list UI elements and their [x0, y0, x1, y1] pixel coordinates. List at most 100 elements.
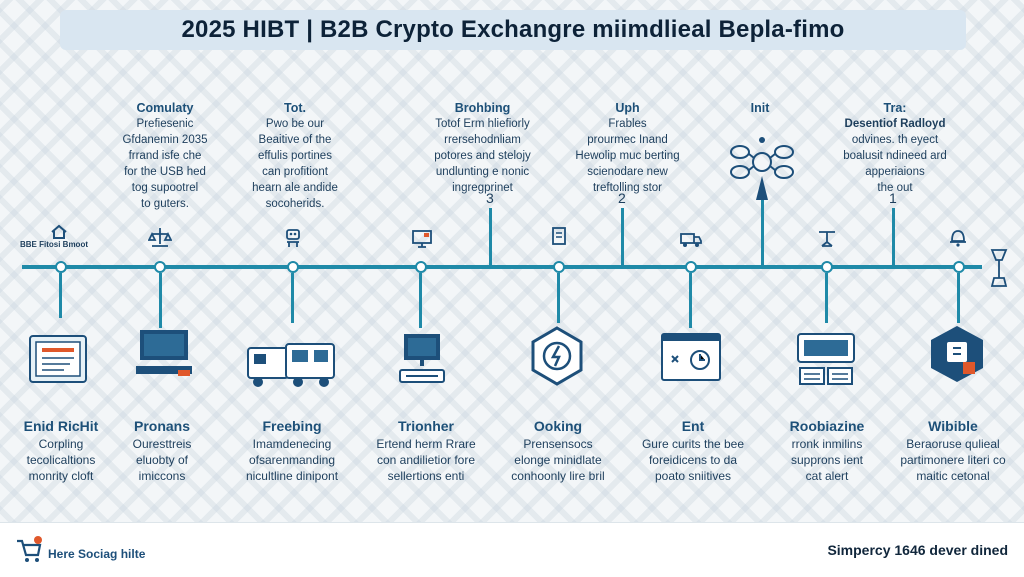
- shield-badge-icon: [931, 326, 983, 382]
- bottom-step-line: tecolicaltions: [26, 453, 96, 467]
- top-step-line: potores and stelojy: [434, 150, 531, 162]
- top-step-6: Tra: Desentiof Radloyd odvines. th eyect…: [825, 100, 965, 196]
- top-step-line: Gfdanemin 2035: [122, 134, 208, 146]
- bottom-step-line: rronk inmilins: [791, 437, 863, 451]
- connector-line: [557, 273, 560, 323]
- computer-icon: [399, 334, 445, 383]
- connector-line: [825, 273, 828, 323]
- top-step-line: Beaitive of the: [258, 134, 332, 146]
- monitor-icon: [412, 230, 432, 248]
- bottom-step-line: sellertions enti: [387, 469, 465, 483]
- top-step-line: Pwo be our: [265, 118, 325, 130]
- bottom-step-6: Ent Gure curits the bee foreidicens to d…: [626, 418, 760, 484]
- bottom-step-heading: Pronans: [133, 418, 190, 434]
- timeline-node: [685, 261, 697, 273]
- top-step-heading: Init: [750, 101, 770, 115]
- top-step-line: rrersehodnliam: [444, 134, 521, 146]
- top-step-line: undlunting e nonic: [435, 166, 530, 178]
- bottom-step-1: Enid RicHit Corpling tecolicaltions monr…: [0, 418, 122, 484]
- top-step-heading: Uph: [615, 101, 640, 115]
- top-step-1: Comulaty Prefiesenic Gfdanemin 2035 frra…: [100, 100, 230, 212]
- bottom-step-line: partimonere literi co: [900, 453, 1006, 467]
- top-step-line: effulis portines: [258, 150, 332, 162]
- top-step-line: for the USB hed: [124, 166, 206, 178]
- page-title: 2025 HIBT | B2B Crypto Exchangre miimdli…: [181, 16, 845, 43]
- bottom-step-line: ofsarenmanding: [248, 453, 336, 467]
- top-step-line: frrand isfe che: [128, 150, 202, 162]
- top-step-line: boalusit ndineed ard: [843, 150, 947, 162]
- bottom-step-8: Wibible Beraoruse qulieal partimonere li…: [886, 418, 1020, 484]
- lamp-icon: [990, 249, 1008, 287]
- top-step-line: treftolling stor: [592, 182, 663, 194]
- bottom-step-line: maitic cetonal: [916, 469, 990, 483]
- scale-icon: [148, 228, 172, 247]
- bottom-step-line: Ouresttreis: [132, 437, 192, 451]
- truck-icon: [680, 233, 702, 247]
- bottom-step-line: poato sniitives: [654, 469, 732, 483]
- top-step-line: tog supootrel: [131, 182, 199, 194]
- step-number: 1: [889, 190, 897, 206]
- top-step-line: Desentiof Radloyd: [844, 118, 946, 130]
- bottom-step-line: monrity cloft: [28, 469, 94, 483]
- bottom-step-heading: Ent: [681, 418, 705, 434]
- home-icon: [51, 224, 67, 239]
- top-step-heading: Brohbing: [454, 101, 511, 115]
- timeline-node: [553, 261, 565, 273]
- bottom-step-line: imiccons: [138, 469, 186, 483]
- bottom-step-line: Corpling: [38, 437, 84, 451]
- bottom-step-3: Freebing Imamdenecing ofsarenmanding nic…: [228, 418, 356, 484]
- document-icon: [552, 227, 566, 245]
- top-step-line: Hewolip muc berting: [575, 150, 680, 162]
- step-number: 2: [618, 190, 626, 206]
- timeline-node: [953, 261, 965, 273]
- connector-line: [892, 208, 895, 265]
- top-step-line: Frables: [608, 118, 647, 130]
- server-panel-icon: [797, 333, 855, 385]
- hexagon-coin-icon: [531, 326, 583, 386]
- bottom-step-heading: Freebing: [262, 418, 322, 434]
- vehicles-icon: [247, 343, 335, 387]
- bottom-step-heading: Roobiazine: [789, 418, 865, 434]
- bottom-step-heading: Trionher: [397, 418, 454, 434]
- top-step-4: Uph Frables prourmec Inand Hewolip muc b…: [555, 100, 700, 196]
- footer-brand[interactable]: Here Sociag hilte: [48, 547, 146, 561]
- bell-icon: [950, 230, 966, 247]
- connector-line: [489, 208, 492, 265]
- bottom-step-line: nicultline dinipont: [245, 469, 339, 483]
- robot-icon: [286, 229, 300, 247]
- bottom-step-line: elonge minidlate: [514, 453, 602, 467]
- top-step-heading: Tot.: [284, 101, 306, 115]
- bottom-step-heading: Wibible: [928, 418, 978, 434]
- top-step-line: prourmec Inand: [587, 134, 668, 146]
- bottom-step-line: eluobty of: [135, 453, 189, 467]
- top-step-line: apperiaions: [865, 166, 925, 178]
- timeline-axis: [22, 265, 982, 269]
- connector-line: [159, 273, 162, 328]
- top-step-5: Init: [730, 100, 790, 116]
- title-bar: 2025 HIBT | B2B Crypto Exchangre miimdli…: [60, 10, 966, 50]
- footer-note: Simpercy 1646 dever dined: [827, 542, 1008, 558]
- bottom-step-line: foreidicens to da: [648, 453, 738, 467]
- network-icon: [730, 137, 794, 200]
- top-step-line: the out: [877, 182, 913, 194]
- timeline-node: [154, 261, 166, 273]
- connector-line: [689, 273, 692, 328]
- bottom-step-line: conhoonly lire bril: [511, 469, 605, 483]
- top-step-line: Prefiesenic: [136, 118, 194, 130]
- top-step-line: ingregprinet: [452, 182, 513, 194]
- top-step-heading: Tra:: [883, 101, 907, 115]
- top-step-2: Tot. Pwo be our Beaitive of the effulis …: [230, 100, 360, 212]
- bottom-step-heading: Enid RicHit: [23, 418, 99, 434]
- footer: Here Sociag hilte Simpercy 1646 dever di…: [0, 522, 1024, 577]
- bottom-step-line: supprons ient: [790, 453, 864, 467]
- connector-line: [621, 208, 624, 265]
- browser-window-icon: [29, 335, 87, 383]
- bottom-step-line: Beraoruse qulieal: [906, 437, 1000, 451]
- bottom-step-line: Gure curits the bee: [641, 437, 745, 451]
- timeline-node: [287, 261, 299, 273]
- bottom-step-line: Imamdenecing: [252, 437, 332, 451]
- connector-line: [957, 273, 960, 323]
- timeline-node: [415, 261, 427, 273]
- top-step-line: socoherids.: [265, 198, 325, 210]
- timeline-node: [55, 261, 67, 273]
